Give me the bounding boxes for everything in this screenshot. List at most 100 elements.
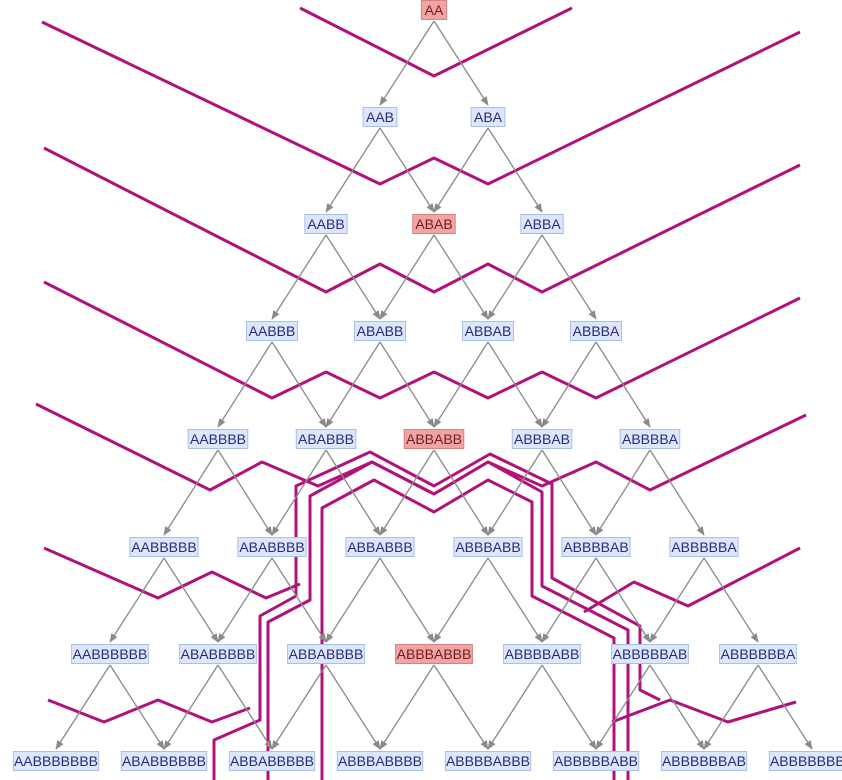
graph-node: ABA xyxy=(470,107,506,127)
graph-node: ABABBB xyxy=(295,429,357,449)
lightcone-curve xyxy=(266,460,630,780)
graph-node: AABB xyxy=(304,214,348,234)
node-label: ABBBBBBA xyxy=(721,646,796,662)
lightcone-curve xyxy=(212,450,661,780)
graph-edge xyxy=(217,664,273,750)
graph-edge xyxy=(109,664,165,750)
graph-edge xyxy=(649,449,705,536)
graph-node: ABBABBBB xyxy=(287,644,365,664)
node-label: ABBBAB xyxy=(514,431,570,447)
graph-edge xyxy=(379,20,435,106)
node-label: ABAB xyxy=(415,216,452,232)
node-label: ABBAB xyxy=(465,323,512,339)
node-label: AABBBBBB xyxy=(73,646,148,662)
graph-node: ABBBBBA xyxy=(669,537,739,557)
node-box xyxy=(362,107,398,127)
node-box xyxy=(552,751,640,771)
graph-edge xyxy=(271,557,327,643)
node-label: AABBBBBBB xyxy=(14,753,98,769)
node-box xyxy=(570,321,622,341)
node-box xyxy=(453,537,523,557)
graph-node: ABBBBBABB xyxy=(552,751,640,771)
foliation-curve xyxy=(611,698,797,724)
node-label: ABBBBBAB xyxy=(613,646,688,662)
graph-node: ABBBBBBAB xyxy=(660,751,748,771)
foliation-curve xyxy=(43,146,801,294)
graph-node: ABBABB xyxy=(403,429,465,449)
graph-edge xyxy=(595,341,651,428)
graph-node: ABBBA xyxy=(570,321,622,341)
graph-edge xyxy=(217,557,273,643)
graph-edge xyxy=(379,341,435,428)
graph-edge xyxy=(703,557,759,643)
graph-edge xyxy=(541,449,597,536)
graph-edge xyxy=(217,341,273,428)
graph-node: ABBA xyxy=(520,214,564,234)
graph-edge xyxy=(325,664,381,750)
node-box xyxy=(336,751,424,771)
foliation-curve xyxy=(583,546,801,614)
graph-edge xyxy=(541,341,597,428)
graph-edge xyxy=(541,664,597,750)
node-box xyxy=(12,751,100,771)
node-label: ABBBBA xyxy=(622,431,679,447)
graph-edge xyxy=(433,449,489,536)
graph-edge xyxy=(487,449,543,536)
graph-edge xyxy=(541,234,597,320)
foliation-curve xyxy=(47,698,251,724)
graph-node: ABBBBBBA xyxy=(719,644,797,664)
graph-node: ABAB xyxy=(412,214,456,234)
graph-edge xyxy=(163,449,219,536)
graph-node: ABABBBBBB xyxy=(120,751,208,771)
node-label: AABBBBB xyxy=(131,539,196,555)
node-label: ABBABBB xyxy=(347,539,412,555)
node-box xyxy=(246,321,298,341)
edges xyxy=(55,20,813,750)
graph-edge xyxy=(271,449,327,536)
highlighted-node-box xyxy=(395,644,473,664)
node-box xyxy=(520,214,564,234)
node-box xyxy=(719,644,797,664)
graph-node: ABBBABBBB xyxy=(336,751,424,771)
graph-node: ABBBBABBB xyxy=(444,751,532,771)
foliation-curve xyxy=(43,546,301,600)
node-box xyxy=(179,644,257,664)
node-box xyxy=(237,537,307,557)
graph-node: ABBABBB xyxy=(345,537,415,557)
graph-edge xyxy=(649,557,705,643)
node-label: AABB xyxy=(307,216,344,232)
node-box xyxy=(71,644,149,664)
foliation-curve xyxy=(41,20,801,186)
node-box xyxy=(511,429,573,449)
graph-node: ABBBBBAB xyxy=(611,644,689,664)
graph-edge xyxy=(325,449,381,536)
graph-edge xyxy=(487,664,543,750)
graph-edge xyxy=(271,234,327,320)
graph-node: ABBAB xyxy=(462,321,514,341)
graph-node: ABBBABB xyxy=(453,537,523,557)
graph-edge xyxy=(487,127,543,213)
node-box xyxy=(470,107,506,127)
graph-edge xyxy=(487,234,543,320)
graph-edge xyxy=(109,557,165,643)
node-box xyxy=(304,214,348,234)
graph-edge xyxy=(379,127,435,213)
node-box xyxy=(120,751,208,771)
node-box xyxy=(669,537,739,557)
node-label: ABBBBAB xyxy=(563,539,628,555)
node-label: ABBABBBB xyxy=(289,646,364,662)
graph-edge xyxy=(433,341,489,428)
graph-edge xyxy=(703,664,759,750)
node-label: ABABB xyxy=(357,323,404,339)
graph-edge xyxy=(379,557,435,643)
node-box xyxy=(187,429,249,449)
graph-node: AAB xyxy=(362,107,398,127)
node-box xyxy=(295,429,357,449)
node-label: AA xyxy=(425,2,444,18)
graph-edge xyxy=(325,341,381,428)
graph-edge xyxy=(757,664,813,750)
highlighted-node-box xyxy=(412,214,456,234)
